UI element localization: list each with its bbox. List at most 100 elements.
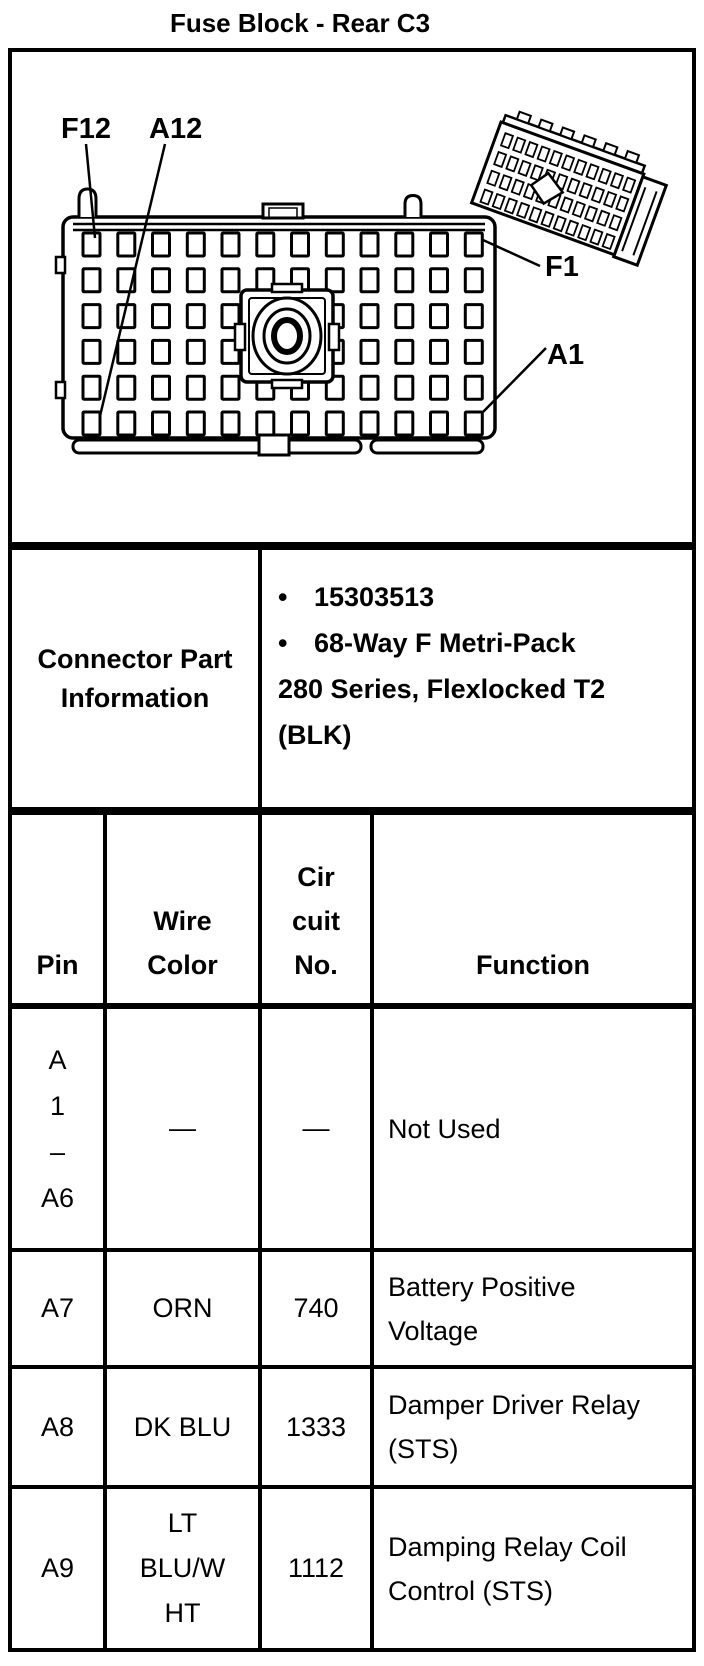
pin-slot: [290, 410, 310, 437]
cell-pin: A7: [12, 1252, 107, 1365]
bottom-rail-right: [369, 438, 485, 455]
icon-pin-hole: [573, 158, 588, 176]
part-number-item: • 15303513: [278, 574, 672, 620]
pin-slot: [116, 374, 137, 401]
pin-slot: [81, 410, 102, 437]
pin-slot: [394, 231, 415, 258]
icon-pin-hole: [597, 167, 612, 185]
part-number: 15303513: [314, 582, 435, 612]
header-wire-color: Wire Color: [107, 815, 262, 1003]
pin-slot: [185, 267, 206, 294]
center-bolt-hole: [233, 282, 341, 390]
cell-wire-color: LT BLU/W HT: [107, 1489, 262, 1648]
table-row: A7 ORN 740 Battery Positive Voltage: [12, 1252, 692, 1369]
pin-slot: [429, 267, 449, 294]
cell-pin: A 1 – A6: [12, 1009, 107, 1248]
cell-circuit: 1112: [262, 1489, 374, 1648]
pin-slot: [220, 231, 241, 258]
pin-slot: [359, 303, 380, 330]
leader-line-a1: [482, 347, 547, 413]
pin-slot: [185, 303, 206, 330]
icon-pin-hole: [571, 200, 586, 219]
cell-circuit: 740: [262, 1252, 374, 1365]
pin-slot: [359, 410, 380, 437]
pin-slot: [220, 374, 241, 401]
icon-pin-hole: [529, 164, 544, 182]
leader-line-a12: [98, 143, 167, 417]
pin-slot: [151, 303, 171, 330]
pin-slot: [429, 410, 449, 437]
icon-pin-hole: [536, 145, 551, 163]
pin-slot: [394, 410, 415, 437]
bullet-icon: •: [278, 582, 288, 612]
icon-pin-hole: [589, 228, 604, 246]
pin-slot: [151, 231, 171, 258]
pin-slot: [255, 410, 276, 437]
icon-pin-hole: [510, 178, 525, 196]
pin-slot: [429, 303, 449, 330]
icon-pin-hole: [479, 188, 494, 206]
bottom-center-tab: [257, 433, 291, 457]
icon-pin-hole: [491, 192, 506, 211]
connector-type-item: • 68-Way F Metri-Pack: [278, 620, 672, 666]
diagram-labels: F12 A12 F1 A1: [61, 113, 584, 417]
pin-label-f1: F1: [545, 251, 579, 283]
part-info-details: • 15303513 • 68-Way F Metri-Pack 280 Ser…: [262, 550, 692, 807]
icon-pin-hole: [517, 159, 532, 177]
pin-slot: [463, 338, 484, 365]
pin-slot: [255, 231, 276, 258]
pin-slot: [290, 231, 310, 258]
pin-label-a12: A12: [149, 113, 202, 145]
icon-pin-hole: [498, 174, 513, 192]
icon-pin-hole: [560, 154, 576, 172]
connector-face: [54, 187, 497, 457]
icon-pin-hole: [524, 140, 539, 159]
pin-slot: [151, 267, 171, 294]
icon-pin-hole: [566, 177, 581, 195]
pin-slot: [463, 374, 484, 401]
pin-slot: [81, 303, 102, 330]
page-title: Fuse Block - Rear C3: [169, 8, 431, 38]
leader-line-f12: [84, 143, 97, 239]
leader-line-f1: [482, 238, 541, 268]
icon-pin-hole: [492, 150, 508, 169]
pin-slot: [394, 338, 415, 365]
icon-pin-holes: [479, 132, 637, 251]
icon-pin-hole: [608, 214, 623, 232]
pin-slot: [220, 303, 241, 330]
table-row: A9 LT BLU/W HT 1112 Damping Relay Coil C…: [12, 1489, 692, 1648]
pin-slot: [463, 267, 484, 294]
pin-slot: [429, 231, 449, 258]
bullet-icon: •: [278, 628, 288, 658]
pin-slot: [463, 303, 484, 330]
pin-slot: [116, 231, 137, 258]
pin-slot: [394, 303, 415, 330]
icon-pin-hole: [609, 172, 625, 190]
pin-slot: [324, 231, 345, 258]
icon-pin-hole: [590, 186, 605, 204]
pin-slot: [185, 231, 206, 258]
pin-grid: [81, 231, 484, 437]
cell-function: Damper Driver Relay (STS): [388, 1390, 641, 1464]
icon-pin-hole: [540, 210, 555, 228]
pin-slot: [185, 410, 206, 437]
cell-pin: A9: [12, 1489, 107, 1648]
pin-slot: [220, 267, 241, 294]
icon-pin-hole: [577, 223, 592, 242]
connector-part-info: Connector Part Information • 15303513 • …: [8, 546, 696, 811]
cell-wire-color: —: [107, 1009, 262, 1248]
pin-slot: [324, 267, 345, 294]
cell-circuit: —: [262, 1009, 374, 1248]
left-edge-notch: [54, 255, 67, 275]
connector-3d-icon: [469, 110, 669, 268]
connector-diagram-box: F12 A12 F1 A1: [8, 48, 696, 546]
icon-pin-hole: [585, 163, 600, 181]
cell-circuit: 1333: [262, 1369, 374, 1485]
icon-pin-hole: [486, 169, 501, 187]
pin-slot: [359, 374, 380, 401]
pin-label-f12: F12: [61, 113, 111, 145]
cell-function: Battery Positive Voltage: [388, 1271, 576, 1346]
icon-pin-hole: [621, 176, 637, 194]
icon-pin-hole: [552, 215, 567, 233]
connector-diagram: F12 A12 F1 A1: [54, 110, 669, 457]
